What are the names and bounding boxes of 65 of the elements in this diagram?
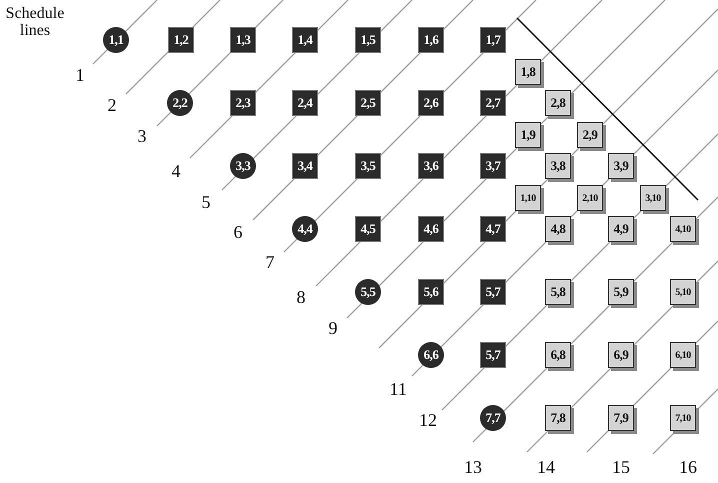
line-number: 15	[612, 458, 630, 478]
shaded-square-node: 4,8	[545, 216, 571, 242]
square-node: 4,7	[480, 216, 506, 242]
shaded-square-node: 7,8	[545, 405, 571, 431]
shaded-square-node: 4,10	[670, 216, 696, 242]
shaded-square-node: 2,9	[577, 122, 603, 148]
square-node: 5,7	[480, 279, 506, 305]
square-node: 1,3	[230, 27, 256, 53]
square-node: 3,4	[292, 153, 318, 179]
shaded-square-node: 5,9	[608, 279, 634, 305]
shaded-square-node: 2,8	[545, 90, 571, 116]
square-node: 2,4	[292, 90, 318, 116]
line-number: 6	[234, 223, 242, 243]
circle-node: 3,3	[230, 153, 256, 179]
line-number: 4	[172, 162, 180, 182]
line-number: 14	[537, 458, 555, 478]
shaded-square-node: 5,10	[670, 279, 696, 305]
shaded-square-node: 6,8	[545, 342, 571, 368]
shaded-square-node: 1,10	[515, 185, 541, 211]
line-number: 5	[202, 193, 210, 213]
shaded-square-node: 1,8	[515, 59, 541, 85]
square-node: 3,5	[355, 153, 381, 179]
square-node: 1,6	[418, 27, 444, 53]
shaded-square-node: 4,9	[608, 216, 634, 242]
shaded-square-node: 3,8	[545, 153, 571, 179]
square-node: 5,6	[418, 279, 444, 305]
shaded-square-node: 3,9	[608, 153, 634, 179]
line-number: 13	[464, 458, 482, 478]
circle-node: 4,4	[292, 216, 318, 242]
shaded-square-node: 2,10	[577, 185, 603, 211]
line-number: 1	[76, 66, 84, 86]
circle-node: 1,1	[103, 27, 129, 53]
line-number: 8	[296, 288, 306, 308]
square-node: 4,6	[418, 216, 444, 242]
square-node: 3,7	[480, 153, 506, 179]
square-node: 2,6	[418, 90, 444, 116]
shaded-square-node: 7,9	[608, 405, 634, 431]
line-number: 2	[108, 96, 116, 116]
square-node: 1,5	[355, 27, 381, 53]
shaded-square-node: 5,8	[545, 279, 571, 305]
line-number: 9	[328, 319, 338, 339]
shaded-square-node: 1,9	[515, 122, 541, 148]
square-node: 2,3	[230, 90, 256, 116]
circle-node: 7,7	[480, 405, 506, 431]
square-node: 1,7	[480, 27, 506, 53]
shaded-square-node: 7,10	[670, 405, 696, 431]
circle-node: 5,5	[355, 279, 381, 305]
square-node: 2,5	[355, 90, 381, 116]
circle-node: 6,6	[418, 342, 444, 368]
shaded-square-node: 3,10	[640, 185, 666, 211]
shaded-square-node: 6,10	[670, 342, 696, 368]
square-node: 1,4	[292, 27, 318, 53]
line-number: 16	[679, 458, 697, 478]
shaded-square-node: 6,9	[608, 342, 634, 368]
line-number: 11	[390, 380, 407, 400]
circle-node: 2,2	[167, 90, 193, 116]
square-node: 3,6	[418, 153, 444, 179]
square-node: 1,2	[168, 27, 194, 53]
axis-title: Schedule lines	[5, 4, 65, 40]
square-node: 2,7	[480, 90, 506, 116]
line-number: 7	[266, 253, 274, 273]
square-node: 5,7	[480, 342, 506, 368]
line-number: 12	[419, 411, 437, 431]
square-node: 4,5	[355, 216, 381, 242]
line-number: 3	[138, 127, 146, 147]
